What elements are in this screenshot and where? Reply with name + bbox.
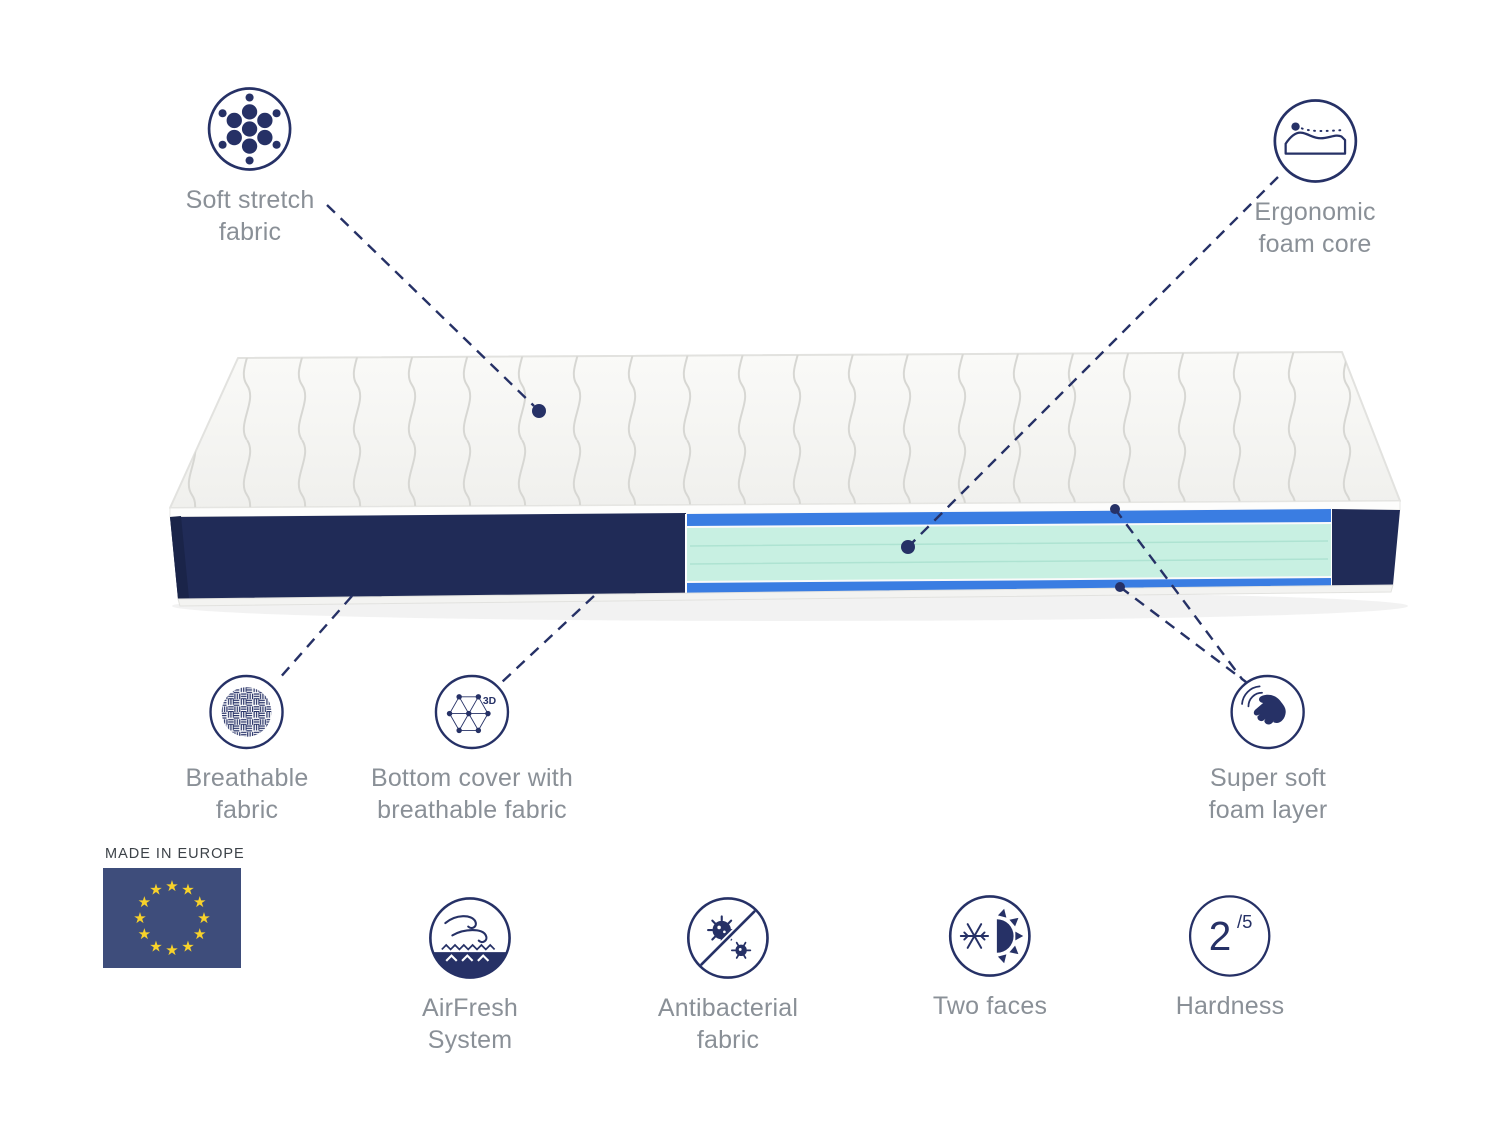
mattress-bottom-strip bbox=[177, 584, 1394, 607]
eu-star: ★ bbox=[193, 926, 206, 943]
callout-line-soft-stretch bbox=[326, 204, 535, 407]
fabric-dots-icon bbox=[208, 87, 292, 171]
callout-label-breathable: Breathable fabric bbox=[185, 764, 309, 824]
badge-antibacterial: Antibacterial fabric bbox=[658, 894, 798, 1057]
badge-label-hardness: Hardness bbox=[1175, 992, 1285, 1020]
eu-star: ★ bbox=[138, 926, 151, 943]
callout-breathable: Breathable fabric bbox=[186, 672, 309, 827]
badge-two-faces: Two faces bbox=[933, 892, 1047, 1023]
eu-star: ★ bbox=[138, 894, 151, 911]
eu-flag: ★ ★ ★ ★ ★ ★ ★ ★ ★ ★ ★ ★ bbox=[103, 868, 241, 968]
hardness-rating-icon: 2 /5 bbox=[1189, 895, 1271, 977]
no-bacteria-icon bbox=[687, 897, 769, 979]
eu-star: ★ bbox=[149, 939, 162, 956]
3d-icon-text: 3D bbox=[483, 696, 497, 707]
badge-label-antibacterial: Antibacterial fabric bbox=[657, 994, 799, 1054]
mattress-front-corner bbox=[170, 516, 189, 599]
callout-label-ergonomic: Ergonomic foam core bbox=[1254, 198, 1376, 258]
badge-label-airfresh: AirFresh System bbox=[421, 994, 519, 1054]
callout-bottom-cover: 3D Bottom cover with breathable fabric bbox=[371, 672, 573, 827]
eu-star: ★ bbox=[149, 881, 162, 898]
eu-star: ★ bbox=[165, 878, 178, 895]
hardness-value: 2 bbox=[1209, 913, 1232, 959]
mattress-quilting bbox=[170, 352, 1400, 508]
callout-lines bbox=[277, 176, 1279, 684]
eu-star: ★ bbox=[181, 939, 194, 956]
callout-ergonomic: Ergonomic foam core bbox=[1254, 96, 1375, 261]
callout-label-super-soft: Super soft foam layer bbox=[1208, 764, 1328, 824]
eu-star: ★ bbox=[181, 881, 194, 898]
made-in-europe-badge: MADE IN EUROPE ★ ★ ★ ★ ★ ★ ★ ★ ★ ★ ★ ★ bbox=[103, 846, 245, 968]
callout-dot-soft-stretch bbox=[532, 404, 546, 418]
callout-line-ergonomic bbox=[911, 176, 1279, 544]
eu-star: ★ bbox=[165, 942, 178, 959]
mattress-front-cover bbox=[170, 513, 686, 599]
eu-star: ★ bbox=[197, 910, 210, 927]
eu-star: ★ bbox=[133, 910, 146, 927]
mattress bbox=[169, 351, 1408, 621]
winter-summer-icon bbox=[949, 895, 1031, 977]
weave-icon bbox=[209, 674, 285, 750]
foam-layer-bottom bbox=[686, 578, 1332, 593]
badge-label-two-faces: Two faces bbox=[932, 992, 1048, 1020]
mattress-front-right bbox=[1332, 509, 1400, 587]
ergonomic-profile-icon bbox=[1273, 99, 1357, 183]
callout-label-bottom-cover: Bottom cover with breathable fabric bbox=[370, 764, 574, 824]
hand-press-icon bbox=[1230, 674, 1306, 750]
callout-soft-stretch: Soft stretch fabric bbox=[186, 84, 315, 249]
foam-texture bbox=[689, 540, 1329, 565]
airflow-icon bbox=[429, 897, 511, 979]
callout-label-soft-stretch: Soft stretch fabric bbox=[185, 186, 315, 246]
foam-core bbox=[686, 524, 1332, 581]
callout-super-soft: Super soft foam layer bbox=[1209, 672, 1328, 827]
callout-line-bottom-cover bbox=[500, 595, 595, 684]
callout-line-super-soft-bottom bbox=[1119, 586, 1247, 683]
foam-layer-top bbox=[686, 509, 1332, 526]
callout-line-super-soft-top bbox=[1114, 508, 1243, 680]
made-in-europe-label: MADE IN EUROPE bbox=[105, 846, 245, 862]
hardness-scale: /5 bbox=[1237, 911, 1252, 932]
badge-hardness: 2 /5 Hardness bbox=[1176, 892, 1285, 1023]
callout-dot-ergonomic bbox=[901, 540, 915, 554]
3d-mesh-icon: 3D bbox=[434, 674, 510, 750]
badge-airfresh: AirFresh System bbox=[422, 894, 518, 1057]
eu-star: ★ bbox=[193, 894, 206, 911]
